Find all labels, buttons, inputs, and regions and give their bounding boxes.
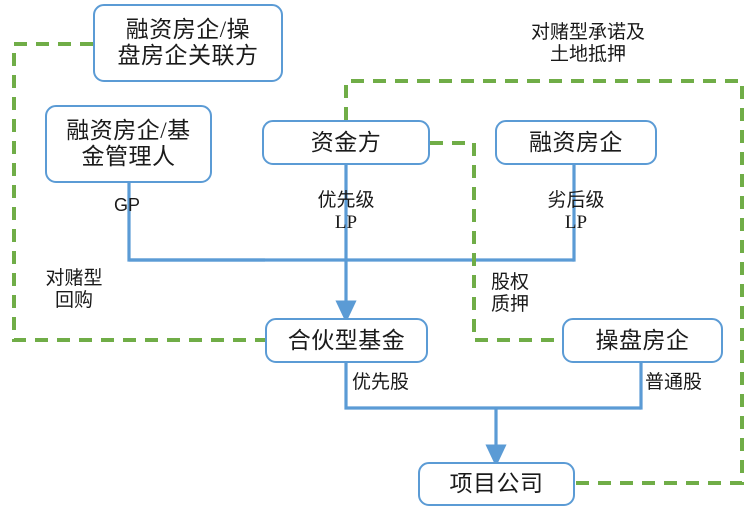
node-label: 项目公司: [449, 471, 544, 497]
node-label: 融资房企: [529, 129, 623, 155]
edge-label-equity-pledge: 股权 质押: [490, 272, 529, 315]
node-operating-firm[interactable]: 操盘房企: [562, 318, 723, 363]
edge-label-preferred-share: 优先股: [352, 372, 410, 393]
edge-label-vam-commitment: 对赌型承诺及 土地抵押: [530, 22, 645, 65]
edge-label-senior-lp: 优先级 LP: [317, 190, 375, 233]
edge-label-vam-buyback: 对赌型 回购: [45, 268, 103, 311]
edge-label-junior-lp: 劣后级 LP: [547, 190, 605, 233]
node-label: 操盘房企: [595, 327, 690, 353]
node-financing-firm[interactable]: 融资房企: [495, 120, 657, 165]
connector-vam-buyback: [12, 42, 265, 342]
edge-label-common-share: 普通股: [645, 372, 703, 393]
connector-equity-pledge: [430, 141, 562, 342]
node-label: 合伙型基金: [287, 327, 406, 353]
edge-label-gp: GP: [113, 195, 140, 215]
node-label: 资金方: [310, 129, 382, 155]
connector-vam-commitment: [344, 79, 744, 485]
connector-preferred-share: [344, 363, 641, 410]
node-label: 融资房企/操 盘房企关联方: [117, 17, 259, 68]
node-capital-party[interactable]: 资金方: [262, 120, 430, 165]
node-project-company[interactable]: 项目公司: [418, 462, 575, 506]
node-partnership-fund[interactable]: 合伙型基金: [265, 318, 428, 363]
node-fund-manager[interactable]: 融资房企/基 金管理人: [45, 105, 212, 183]
node-related-party[interactable]: 融资房企/操 盘房企关联方: [93, 4, 283, 82]
node-label: 融资房企/基 金管理人: [66, 118, 191, 169]
